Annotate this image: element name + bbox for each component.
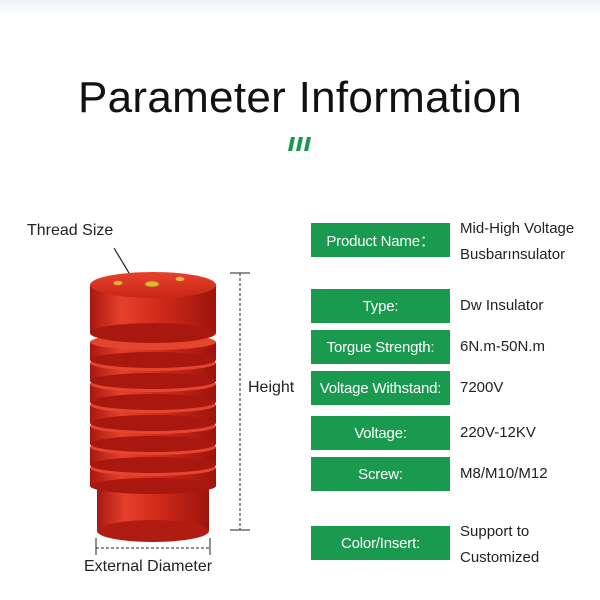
param-value: 7200V bbox=[460, 379, 504, 396]
param-row-voltage-withstand: Voltage Withstand: 7200V bbox=[311, 371, 591, 405]
param-row-torque-strength: Torgue Strength: 6N.m-50N.m bbox=[311, 330, 591, 364]
param-value: 220V-12KV bbox=[460, 424, 536, 441]
param-value-line: Support to bbox=[460, 523, 530, 540]
thread-size-label: Thread Size bbox=[27, 222, 114, 239]
param-value-line: Busbarınsulator bbox=[460, 246, 566, 263]
height-label: Height bbox=[248, 379, 295, 396]
param-key: Product Name： bbox=[311, 223, 450, 257]
param-key: Torgue Strength: bbox=[311, 330, 450, 364]
top-band bbox=[0, 0, 600, 14]
param-key: Voltage Withstand: bbox=[311, 371, 450, 405]
param-value-line: Customized bbox=[460, 549, 540, 566]
external-diameter-label: External Diameter bbox=[84, 558, 213, 575]
param-row-type: Type: Dw Insulator bbox=[311, 289, 591, 323]
param-value: Dw Insulator bbox=[460, 297, 544, 314]
param-key: Type: bbox=[311, 289, 450, 323]
param-value-line: Mid-High Voltage bbox=[460, 220, 575, 237]
param-row-screw: Screw: M8/M10/M12 bbox=[311, 457, 591, 491]
param-key: Voltage: bbox=[311, 416, 450, 450]
param-row-voltage: Voltage: 220V-12KV bbox=[311, 416, 591, 450]
param-value: Support to Customized bbox=[460, 519, 600, 571]
param-row-color-insert: Color/Insert: Support to Customized bbox=[311, 523, 591, 566]
param-key: Color/Insert: bbox=[311, 526, 450, 560]
param-key: Screw: bbox=[311, 457, 450, 491]
param-value: Mid-High Voltage Busbarınsulator bbox=[460, 216, 600, 268]
accent-mark-icon bbox=[288, 137, 311, 151]
param-value: 6N.m-50N.m bbox=[460, 338, 546, 355]
page-title: Parameter Information bbox=[77, 73, 523, 122]
param-row-product-name: Product Name： Mid-High Voltage Busbarıns… bbox=[311, 220, 591, 263]
param-value: M8/M10/M12 bbox=[460, 465, 548, 482]
